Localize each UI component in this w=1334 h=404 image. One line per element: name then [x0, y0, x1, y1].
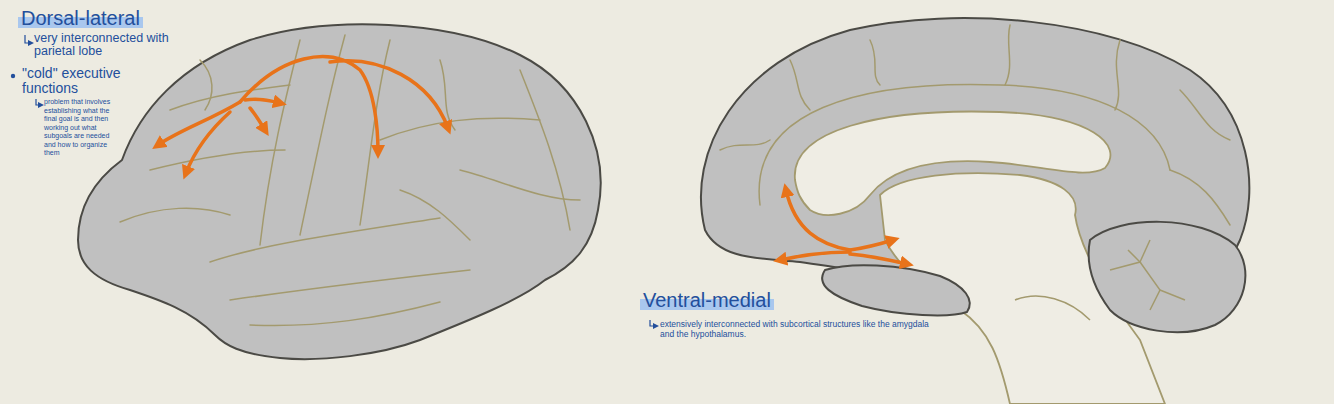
connection-arrow: [240, 57, 378, 152]
sulcus-line: [1115, 40, 1120, 110]
cerebellum: [1089, 222, 1246, 332]
brainstem-line: [1015, 296, 1090, 320]
sulcus-line: [150, 150, 285, 170]
sulcus-line: [380, 118, 540, 140]
sulcus-line: [120, 208, 230, 222]
bullet-dot: [11, 74, 15, 78]
sulcus-line: [1005, 25, 1010, 85]
sulcus-line: [230, 270, 470, 300]
sulcus-line: [300, 35, 345, 235]
sulcus-line: [250, 302, 440, 326]
bullet-label: "cold" executive functions: [22, 66, 150, 96]
note-label: extensively interconnected with subcorti…: [660, 319, 930, 339]
folia-line: [1110, 250, 1140, 270]
note-label: very interconnected with parietal lobe: [34, 32, 199, 58]
medial-brain: [701, 18, 1249, 404]
sulcus-line: [790, 60, 810, 110]
region-heading: Ventral-medial: [640, 288, 774, 312]
sulcus-line: [440, 60, 455, 130]
hook-arrow: [650, 320, 656, 326]
sulcus-line: [720, 140, 770, 150]
connection-arrow: [330, 61, 448, 128]
folia-lines: [1110, 240, 1185, 310]
connection-arrow: [158, 102, 240, 145]
connection-arrow: [245, 99, 280, 103]
sulcus-line: [1180, 90, 1230, 140]
sulcus-line: [400, 190, 470, 240]
connection-arrows: [780, 190, 907, 264]
brain-outline: [78, 24, 601, 359]
connection-arrow: [850, 240, 893, 250]
sulcus-line: [870, 40, 880, 85]
hook-arrow: [36, 99, 41, 105]
connection-arrow: [850, 254, 907, 264]
connection-arrow: [186, 112, 230, 173]
sulcus-line: [200, 60, 212, 110]
sulcus-line: [460, 170, 580, 200]
sulcus-lines: [120, 35, 580, 326]
lateral-brain: [78, 24, 601, 359]
folia-line: [1140, 240, 1150, 262]
sulcus-line: [260, 40, 300, 245]
note-label: problem that involves establishing what …: [44, 98, 118, 158]
connection-arrows: [158, 57, 448, 173]
connection-arrow: [780, 252, 850, 260]
sulcus-line: [210, 218, 440, 262]
hook-arrow: [25, 35, 31, 43]
temporal-lobe: [822, 265, 970, 315]
region-heading: Dorsal-lateral: [18, 6, 143, 30]
sulcus-line: [1170, 170, 1230, 225]
sulcus-line: [520, 70, 570, 230]
folia-line: [1160, 290, 1185, 300]
folia-line: [1140, 262, 1160, 310]
connection-arrow: [250, 108, 265, 130]
connection-arrow: [786, 190, 850, 250]
